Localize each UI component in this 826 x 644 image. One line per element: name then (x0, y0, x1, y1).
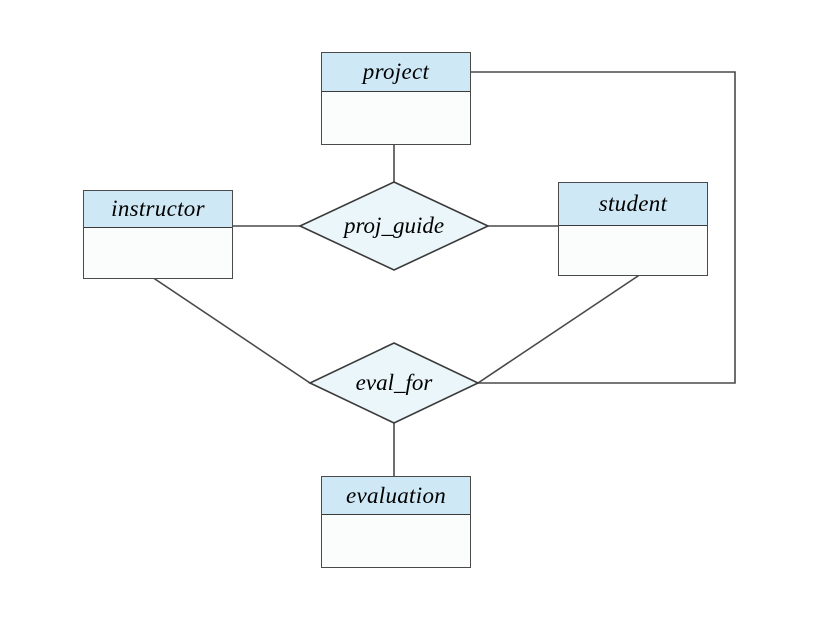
entity-student-attributes (559, 226, 707, 274)
entity-student-label: student (559, 183, 707, 226)
entity-project-attributes (322, 92, 470, 143)
entity-instructor-attributes (84, 228, 232, 277)
entity-project-label: project (322, 53, 470, 92)
diamond-shape-eval-for (308, 342, 480, 424)
edge-student-to-eval_for (476, 274, 640, 385)
edge-instructor-to-eval_for (153, 277, 312, 385)
entity-student[interactable]: student (558, 182, 708, 276)
entity-instructor-label: instructor (84, 191, 232, 228)
diamond-shape-proj-guide (298, 181, 490, 271)
entity-evaluation-label: evaluation (322, 477, 470, 515)
entity-evaluation[interactable]: evaluation (321, 476, 471, 568)
relationship-eval-for[interactable]: eval_for (308, 342, 480, 424)
relationship-proj-guide[interactable]: proj_guide (298, 181, 490, 271)
entity-project[interactable]: project (321, 52, 471, 145)
entity-instructor[interactable]: instructor (83, 190, 233, 279)
edge-project-to-eval_for (470, 71, 736, 384)
entity-evaluation-attributes (322, 515, 470, 566)
